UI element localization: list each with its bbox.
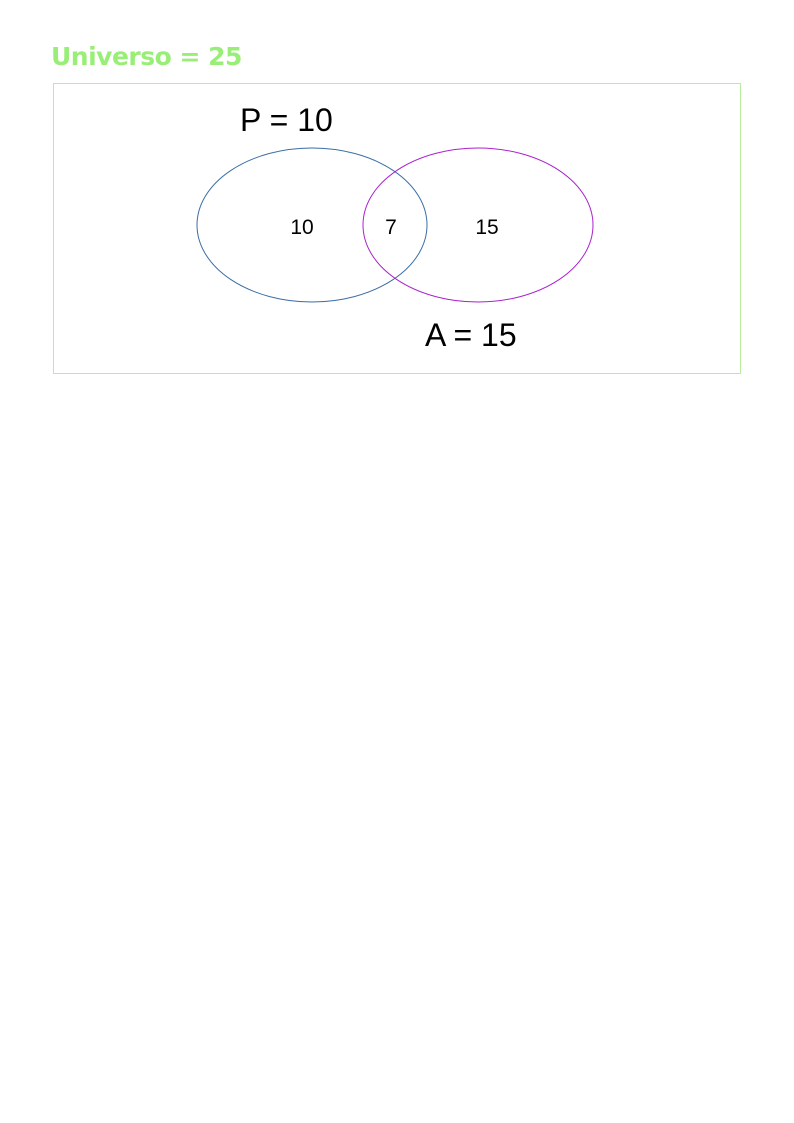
region-a-only-value: 15 <box>475 216 498 239</box>
region-intersection-value: 7 <box>385 216 397 239</box>
set-a-label: A = 15 <box>425 317 517 353</box>
set-p-circle <box>196 147 428 303</box>
set-p-label: P = 10 <box>240 102 333 138</box>
set-a-circle <box>362 147 594 303</box>
universe-box <box>53 83 741 374</box>
region-p-only-value: 10 <box>290 216 313 239</box>
universe-title: Universo = 25 <box>51 42 242 71</box>
